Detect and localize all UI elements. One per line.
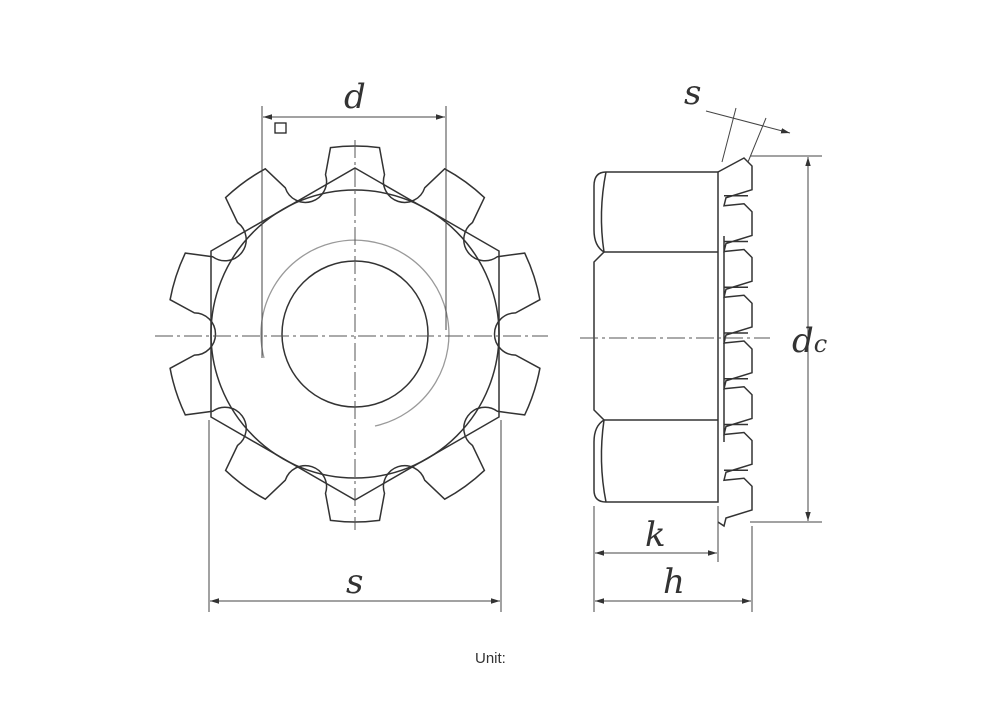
s-thick-extension-1 xyxy=(721,107,737,163)
side-teeth-profile xyxy=(717,157,753,528)
dc-label-sub: c xyxy=(814,330,827,358)
dc-label-main: d xyxy=(792,321,814,361)
h-label: h xyxy=(663,562,685,602)
chamfer-circle xyxy=(210,189,500,479)
front-view: d s xyxy=(155,77,548,612)
toothed-washer-outline xyxy=(169,145,541,523)
s-thick-dimension-line xyxy=(705,110,791,134)
dc-label: dc xyxy=(792,321,827,361)
hex-outline xyxy=(210,167,500,501)
hex-curve-top xyxy=(600,171,607,253)
hex-curve-bottom xyxy=(600,419,607,503)
hex-body-outline xyxy=(593,171,719,503)
side-view: dc s k h xyxy=(580,73,827,612)
k-label: k xyxy=(645,515,666,555)
s-thick-extension-2 xyxy=(747,117,767,163)
thread-arc xyxy=(260,239,450,427)
s-bottom-label: s xyxy=(346,562,363,602)
d-label: d xyxy=(344,77,366,117)
small-square-mark xyxy=(274,122,287,134)
unit-label: Unit: xyxy=(475,650,506,667)
s-top-label: s xyxy=(684,73,701,113)
